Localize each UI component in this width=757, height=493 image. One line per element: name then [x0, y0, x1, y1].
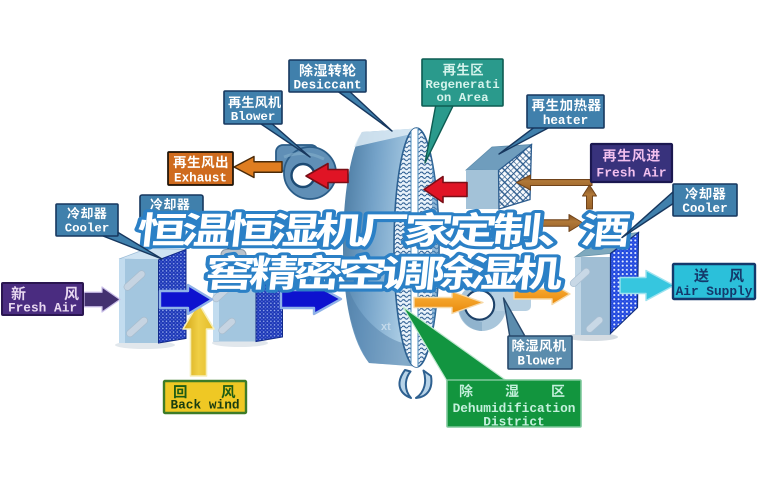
svg-text:Cooler: Cooler — [65, 222, 110, 236]
svg-text:on Area: on Area — [436, 91, 489, 105]
svg-text:Regenerati: Regenerati — [425, 78, 499, 92]
svg-text:Exhaust: Exhaust — [174, 172, 227, 186]
svg-text:Desiccant: Desiccant — [293, 79, 361, 93]
svg-text:Back wind: Back wind — [170, 398, 239, 413]
svg-text:Blower: Blower — [231, 110, 276, 124]
svg-text:Dehumidification: Dehumidification — [453, 401, 576, 416]
svg-text:District: District — [483, 415, 544, 430]
svg-text:Air Supply: Air Supply — [676, 284, 753, 299]
svg-text:Cooler: Cooler — [682, 202, 727, 216]
svg-text:Blower: Blower — [517, 355, 562, 369]
svg-text:heater: heater — [543, 114, 588, 128]
svg-text:Fresh Air: Fresh Air — [8, 301, 77, 316]
svg-text:xt: xt — [381, 321, 391, 333]
svg-text:Fresh Air: Fresh Air — [596, 166, 666, 181]
